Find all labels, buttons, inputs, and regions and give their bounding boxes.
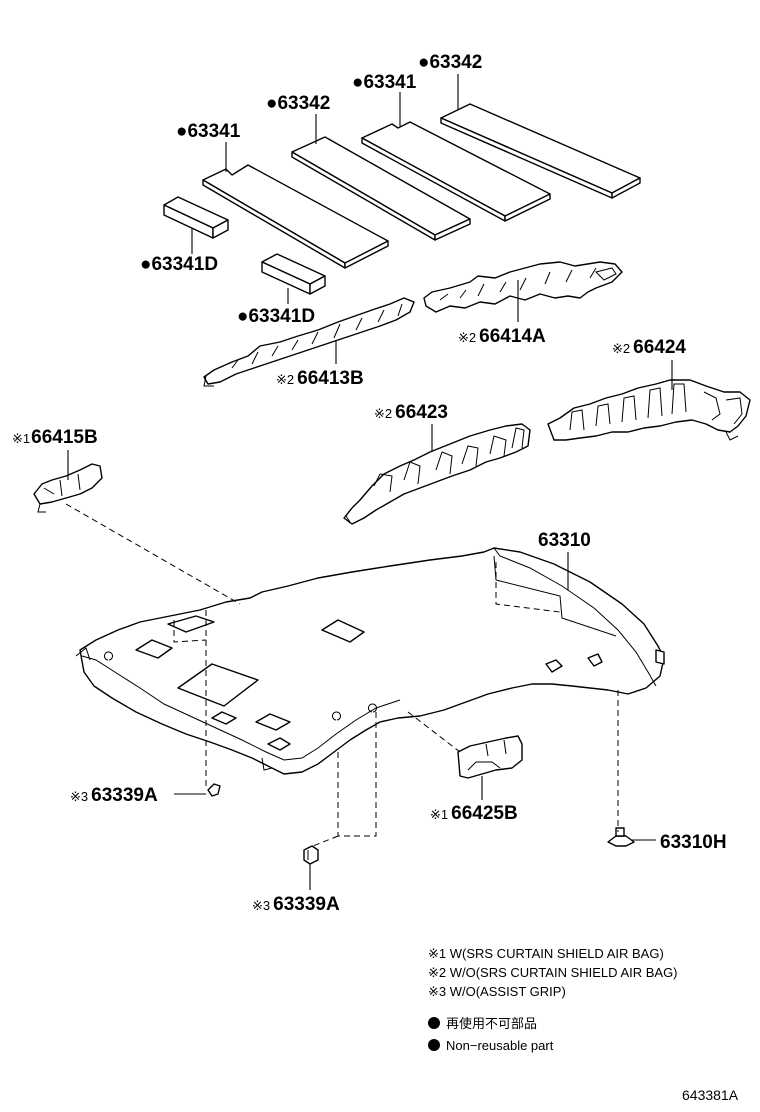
pad-63341-left: [202, 164, 389, 269]
legend-bullet-icon: [428, 1017, 440, 1029]
headliner-63310: [75, 547, 665, 775]
label-63342-top: ●63342: [418, 52, 482, 73]
block-63341D-upper: [163, 196, 229, 239]
absorber-66414A: [423, 261, 623, 313]
legend-non-reusable-en: Non−reusable part: [446, 1038, 554, 1053]
part-labels: ●63342 ●63341 ●63342 ●63341 ●63341D ●633…: [12, 52, 727, 915]
pad-63342-right: [440, 103, 641, 199]
label-63342-middle: ●63342: [266, 93, 330, 114]
clip-63339A-lower: [303, 845, 319, 865]
label-63341-right: ●63341: [352, 72, 417, 93]
label-63310H: 63310H: [660, 832, 727, 853]
label-63310: 63310: [538, 530, 591, 551]
label-63341D-lower: ●63341D: [237, 306, 315, 327]
legend-bullet-icon: [428, 1039, 440, 1051]
diagram-code: 643381A: [682, 1087, 739, 1103]
absorber-66424: [547, 379, 751, 441]
legend-note-1: ※1 W(SRS CURTAIN SHIELD AIR BAG): [428, 946, 664, 961]
legend-non-reusable-jp: 再使用不可部品: [446, 1016, 537, 1031]
pad-63342-middle: [291, 136, 471, 241]
absorber-66423: [343, 423, 531, 525]
label-63341-left: ●63341: [176, 121, 241, 142]
label-63341D-upper: ●63341D: [140, 254, 218, 275]
label-66415B: ※166415B: [12, 427, 98, 448]
legend-note-2: ※2 W/O(SRS CURTAIN SHIELD AIR BAG): [428, 965, 678, 980]
clip-63339A-upper: [207, 783, 221, 797]
leader-lines: [67, 74, 673, 890]
pad-63341-right: [361, 121, 551, 222]
assembly-lines: [65, 503, 619, 849]
clip-63310H: [607, 827, 635, 847]
bracket-66425B: [457, 735, 523, 779]
legend: ※1 W(SRS CURTAIN SHIELD AIR BAG) ※2 W/O(…: [428, 946, 678, 1053]
legend-note-3: ※3 W/O(ASSIST GRIP): [428, 984, 566, 999]
block-63341D-lower: [261, 253, 326, 295]
absorber-66413B: [203, 297, 415, 387]
bracket-66415B: [33, 463, 103, 513]
